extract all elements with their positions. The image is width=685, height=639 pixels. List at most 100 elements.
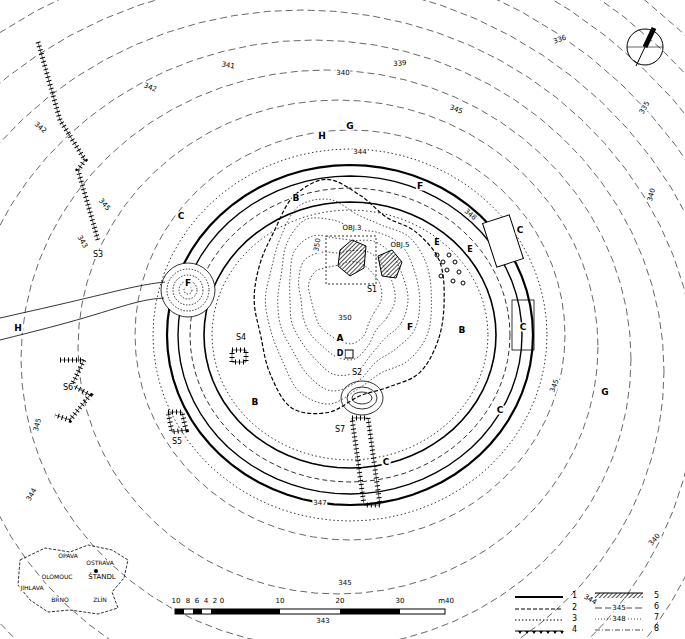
legend-sample (595, 630, 643, 631)
contour-number: 345 (96, 197, 111, 213)
contour-number: 340 (335, 70, 350, 77)
post-hole (447, 253, 451, 257)
feature-letter: S4 (235, 334, 247, 342)
post-hole (457, 270, 461, 274)
feature-letter: S2 (351, 369, 363, 377)
contour-number: 342 (32, 120, 48, 135)
legend-item: 3 (568, 615, 577, 623)
plateau-contour (278, 218, 420, 391)
scale-bar-segment (211, 609, 220, 614)
contour-number: 344 (352, 149, 367, 156)
scale-number: 4 (203, 598, 209, 605)
feature-letter: OBJ.3 (341, 225, 362, 232)
scale-number: 0 (219, 598, 225, 605)
legend-sample (515, 597, 563, 598)
feature-letter: S1 (366, 286, 378, 294)
contour-number: 340 (647, 187, 658, 204)
contour-number: 339 (392, 60, 408, 68)
feature-letter: S5 (171, 438, 183, 446)
north-arrow (627, 47, 663, 48)
rampart-line (167, 165, 533, 505)
trench-axis (55, 360, 90, 420)
knoll-contour (347, 387, 377, 409)
scale-bar-segment (193, 609, 202, 614)
rampart-cut (512, 300, 534, 350)
feature-letter: S6 (62, 384, 74, 392)
plateau-contour (308, 262, 381, 344)
scale-number: m40 (437, 598, 455, 605)
feature-letter: D (336, 350, 345, 358)
contour-number: 345 (549, 378, 561, 395)
scale-number: 6 (194, 598, 200, 605)
place-name: ZLÍN (92, 597, 108, 603)
scale-number: 20 (335, 598, 346, 605)
legend-number: 3 (572, 615, 577, 623)
contour-number: 342 (142, 82, 159, 94)
scale-number: 30 (395, 598, 406, 605)
feature-letter: B (251, 398, 260, 407)
excavated-object (378, 250, 402, 278)
feature-letter: A (336, 334, 345, 343)
feature-letter: G (600, 388, 609, 397)
feature-letter: F (184, 279, 192, 288)
contour-number: 350 (313, 237, 323, 253)
contour-line (0, 40, 664, 639)
post-hole (453, 260, 457, 264)
scale-bar (175, 609, 445, 614)
trench-axis (38, 42, 98, 240)
excavated-object (338, 240, 366, 276)
rampart-line (153, 149, 547, 521)
place-name: ŠTANDL (87, 574, 117, 581)
feature-letter: C (516, 226, 525, 235)
contour-number: 344 (25, 487, 39, 504)
trench-outline (326, 236, 376, 284)
legend-number: 8 (654, 625, 659, 633)
trench (55, 360, 90, 420)
scale-bar-segment (340, 609, 400, 614)
feature-letter: C (519, 323, 528, 332)
legend-item: 4 (568, 626, 577, 634)
knoll-contour (352, 392, 372, 404)
scale-number: 10 (171, 598, 182, 605)
legend-item: 5 (650, 592, 659, 600)
north-arrow (627, 29, 663, 65)
trench (38, 42, 98, 240)
inset-map-outline (18, 545, 128, 614)
contour-number: 345 (33, 417, 44, 434)
legend-item: 2 (568, 604, 577, 612)
scale-bar-segment (175, 609, 184, 614)
contour-number: 335 (638, 100, 652, 117)
feature-letter: C (177, 212, 186, 221)
scale-bar-segment (220, 609, 280, 614)
road-edge (0, 298, 164, 340)
contour-line (135, 130, 565, 540)
legend-sample-number: 348 (611, 616, 626, 623)
contour-number: 340 (647, 532, 662, 548)
legend-sample (515, 609, 563, 610)
road-edge (0, 282, 165, 318)
trench-axis (168, 412, 186, 432)
place-name: OPAVA (57, 553, 79, 559)
scale-number: 2 (212, 598, 218, 605)
legend-number: 2 (572, 604, 577, 612)
contour-number: 350 (337, 315, 352, 322)
feature-letter: C (496, 406, 505, 415)
scale-number: 8 (185, 598, 191, 605)
place-name: BRNO (50, 597, 70, 603)
legend-item: 8 (650, 625, 659, 633)
mound-contour (161, 263, 215, 317)
scale-number: 10 (275, 598, 286, 605)
legend-sample (515, 631, 564, 634)
feature-letter: F (406, 323, 414, 332)
contour-number: 341 (220, 61, 236, 71)
post-hole (461, 281, 465, 285)
feature-letter: G (345, 122, 354, 131)
legend-item: 6 (650, 603, 659, 611)
knoll-contour (341, 381, 383, 415)
mound-contour (173, 275, 203, 305)
